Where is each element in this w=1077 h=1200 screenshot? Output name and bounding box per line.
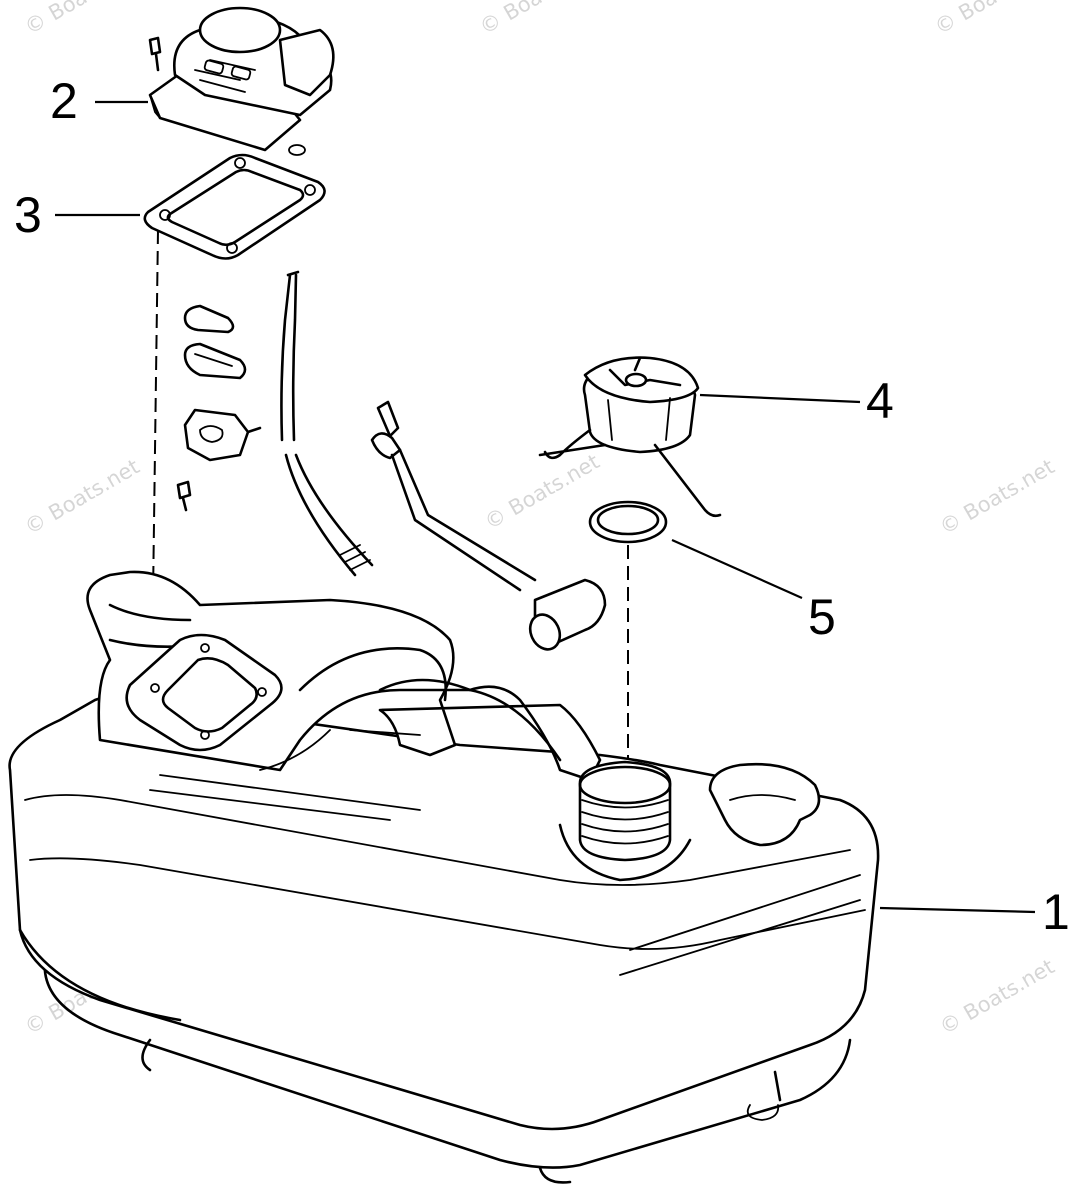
watermark: © Boats.net: [936, 954, 1059, 1039]
fuel-connector[interactable]: [148, 6, 335, 156]
watermark: © Boats.net: [931, 0, 1054, 39]
watermark: © Boats.net: [21, 454, 144, 539]
gasket[interactable]: [143, 153, 326, 260]
fuel-tank[interactable]: [8, 570, 880, 1184]
fuel-pickup-tube[interactable]: [370, 400, 607, 654]
callout-2: 2: [50, 73, 78, 129]
watermark: © Boats.net: [21, 0, 144, 39]
watermark: © Boats.net: [476, 0, 599, 39]
watermark: © Boats.net: [936, 454, 1059, 539]
callout-3: 3: [14, 187, 42, 243]
callout-5: 5: [808, 589, 836, 645]
leader-lines: [55, 100, 1036, 914]
valve-components[interactable]: [176, 304, 262, 512]
o-ring[interactable]: [588, 500, 668, 544]
callout-1: 1: [1042, 884, 1070, 940]
callouts: 2 3 4 5 1: [14, 73, 1070, 940]
watermark: © Boats.net: [481, 449, 604, 534]
vent-hose[interactable]: [280, 270, 374, 577]
filler-cap[interactable]: [538, 356, 722, 518]
callout-4: 4: [866, 373, 894, 429]
